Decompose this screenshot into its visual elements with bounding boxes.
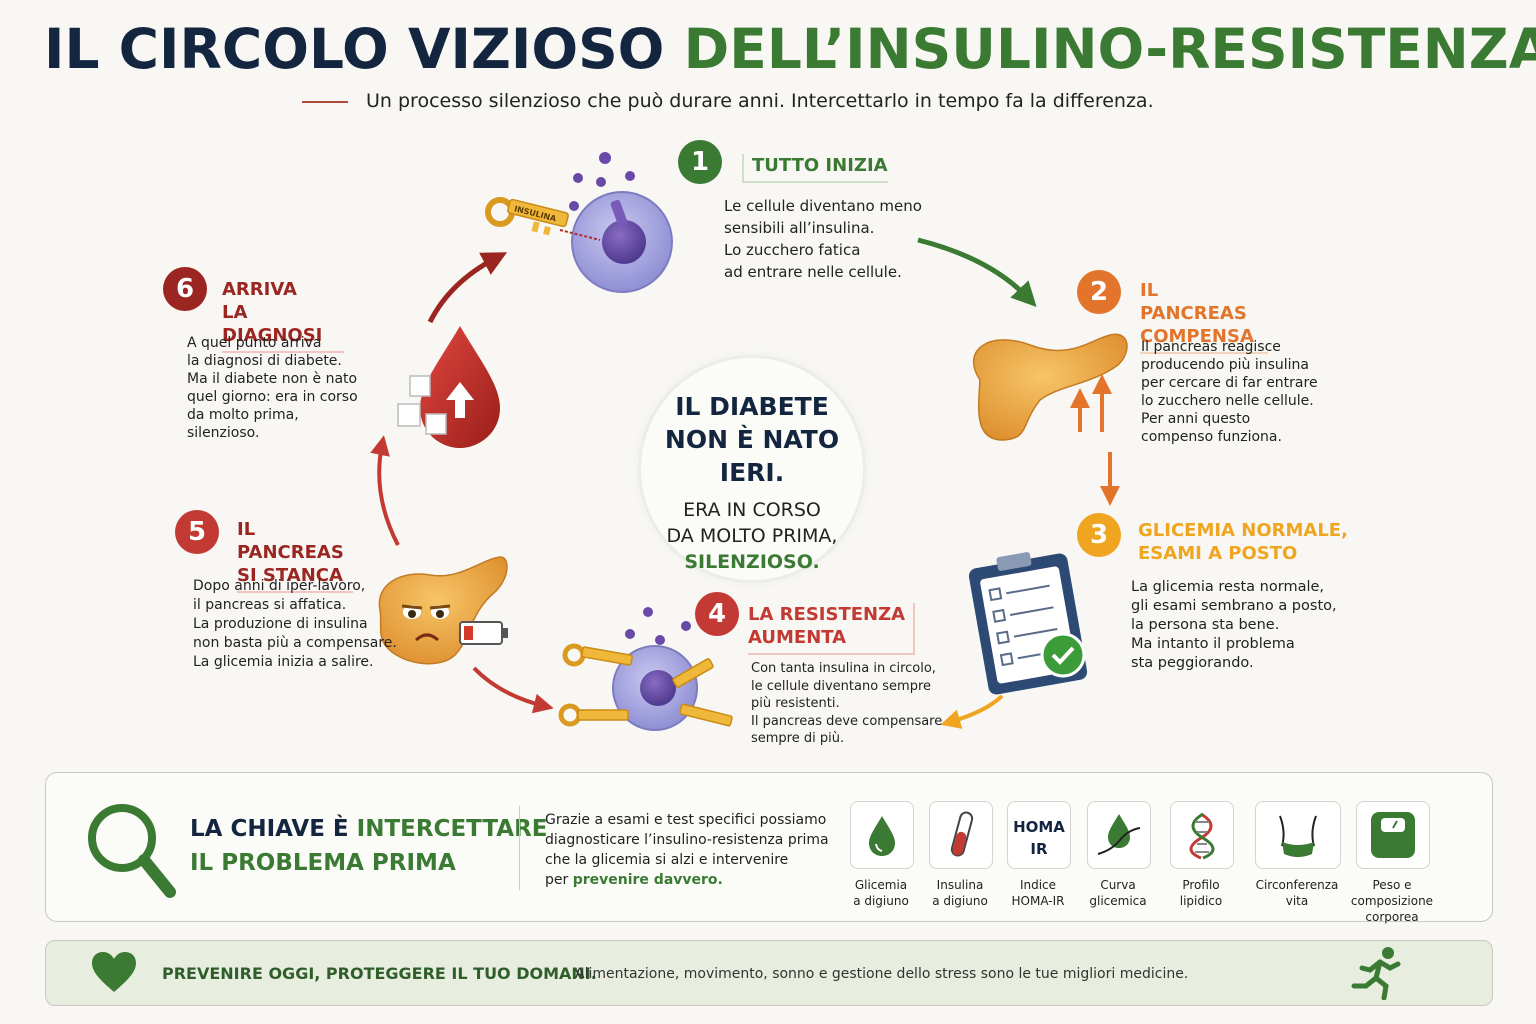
test-glycemia [850, 801, 914, 869]
step-4-number: 4 [695, 592, 739, 636]
step-1-body: Le cellule diventano meno sensibili all’… [724, 197, 922, 281]
step-4-title: LA RESISTENZA AUMENTA [748, 603, 916, 655]
test-lipid [1170, 801, 1234, 869]
test-homa: HOMA IR [1007, 801, 1071, 869]
pancreas-icon-step2 [973, 333, 1128, 441]
subtitle-accent-line [302, 101, 348, 103]
test-tube-icon [950, 811, 974, 857]
step-3-title: GLICEMIA NORMALE, ESAMI A POSTO [1138, 520, 1348, 564]
step-3-body: La glicemia resta normale, gli esami sem… [1131, 579, 1337, 671]
magnifier-icon [88, 804, 176, 898]
cycle-illustration: INSULINA [370, 152, 1128, 731]
low-battery-icon [459, 621, 508, 645]
step-5-title: IL PANCREAS SI STANCA [237, 518, 353, 593]
title-dark: IL CIRCOLO VIZIOSO [44, 17, 665, 81]
key-title: LA CHIAVE È INTERCETTARE IL PROBLEMA PRI… [190, 816, 548, 876]
test-insulin [929, 801, 993, 869]
key-description: Grazie a esami e test specifici possiamo… [545, 812, 829, 888]
step-2-number: 2 [1077, 270, 1121, 314]
arrow-4-to-5 [472, 666, 554, 714]
step-5-number: 5 [175, 510, 219, 554]
test-weight [1356, 801, 1430, 869]
heart-icon [92, 952, 136, 992]
step-6-number: 6 [163, 267, 207, 311]
blood-drop-icon-step6 [397, 326, 500, 448]
drop-icon [869, 816, 895, 856]
homa-icon: HOMA IR [1013, 818, 1065, 858]
scale-icon [1371, 812, 1415, 858]
arrow-5-to-6 [370, 435, 400, 546]
footer-banner [45, 940, 1493, 1006]
center-message: IL DIABETE NON È NATO IERI. ERA IN CORSO… [641, 358, 863, 580]
waist-icon [1279, 815, 1317, 857]
test-curve [1087, 801, 1151, 869]
arrow-6-to-1 [427, 252, 508, 324]
clipboard-icon-step3 [968, 552, 1088, 695]
dna-icon [1189, 812, 1215, 860]
step-2-body: Il pancreas reagisce producendo più insu… [1141, 339, 1318, 445]
title-green: DELL’INSULINO-RESISTENZA [683, 17, 1536, 81]
tired-pancreas-icon-step5 [378, 556, 508, 665]
arrow-1-to-2 [917, 237, 1037, 308]
page-title: IL CIRCOLO VIZIOSO DELL’INSULINO-RESISTE… [44, 14, 1536, 84]
cell-icon-step1 [569, 152, 673, 293]
step-5-body: Dopo anni di iper-lavoro, il pancreas si… [193, 578, 397, 670]
key-message-box [45, 772, 1493, 922]
key-box-divider [519, 806, 520, 890]
step-1-title: TUTTO INIZIA [742, 154, 888, 183]
center-subtext: ERA IN CORSO DA MOLTO PRIMA, [666, 499, 838, 547]
center-highlight: SILENZIOSO. [684, 551, 820, 573]
cell-icon-step4 [558, 607, 733, 731]
arrow-3-to-4 [940, 694, 1004, 729]
footer-description: Alimentazione, movimento, sonno e gestio… [575, 966, 1189, 982]
step-6-body: A quel punto arriva la diagnosi di diabe… [187, 335, 358, 441]
step-4-body: Con tanta insulina in circolo, le cellul… [751, 661, 943, 746]
step-3-number: 3 [1077, 513, 1121, 557]
step-1-number: 1 [678, 140, 722, 184]
step-6-title: ARRIVA LA DIAGNOSI [222, 278, 344, 353]
curve-icon [1097, 814, 1141, 855]
page-subtitle: Un processo silenzioso che può durare an… [366, 90, 1154, 112]
center-headline: IL DIABETE NON È NATO IERI. [664, 392, 840, 487]
footer-title: PREVENIRE OGGI, PROTEGGERE IL TUO DOMANI… [162, 964, 597, 983]
step-2-title: IL PANCREAS COMPENSA [1140, 279, 1268, 354]
test-waist [1255, 801, 1341, 869]
runner-icon [1351, 947, 1401, 1000]
